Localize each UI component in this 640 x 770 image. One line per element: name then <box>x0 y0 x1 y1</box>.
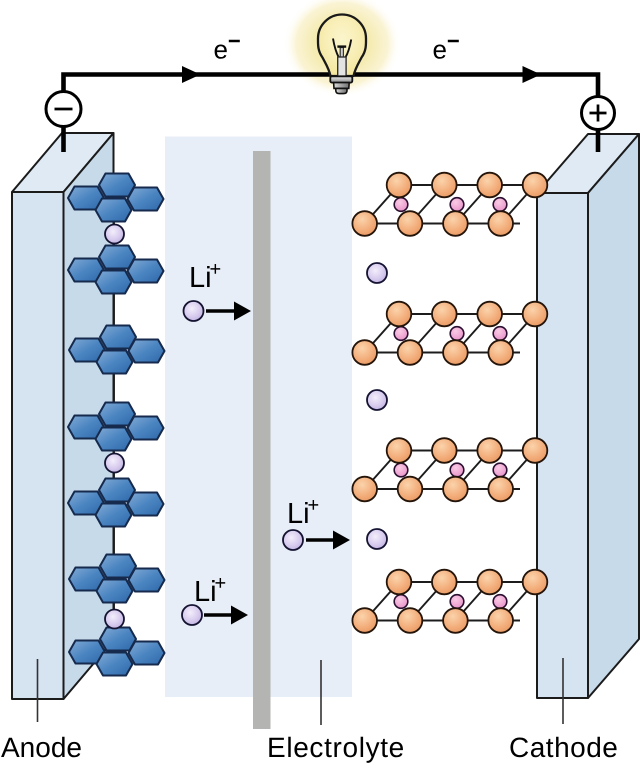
svg-text:+: + <box>308 495 320 517</box>
svg-text:Li: Li <box>287 498 310 530</box>
svg-text:+: + <box>215 573 227 595</box>
svg-text:Anode: Anode <box>1 732 82 763</box>
svg-text:Li: Li <box>194 576 217 608</box>
svg-text:Electrolyte: Electrolyte <box>267 732 405 763</box>
svg-text:+: + <box>210 259 222 281</box>
svg-text:Cathode: Cathode <box>509 732 618 763</box>
svg-text:e: e <box>433 35 447 65</box>
svg-text:e: e <box>214 35 228 65</box>
svg-text:Li: Li <box>189 262 212 294</box>
